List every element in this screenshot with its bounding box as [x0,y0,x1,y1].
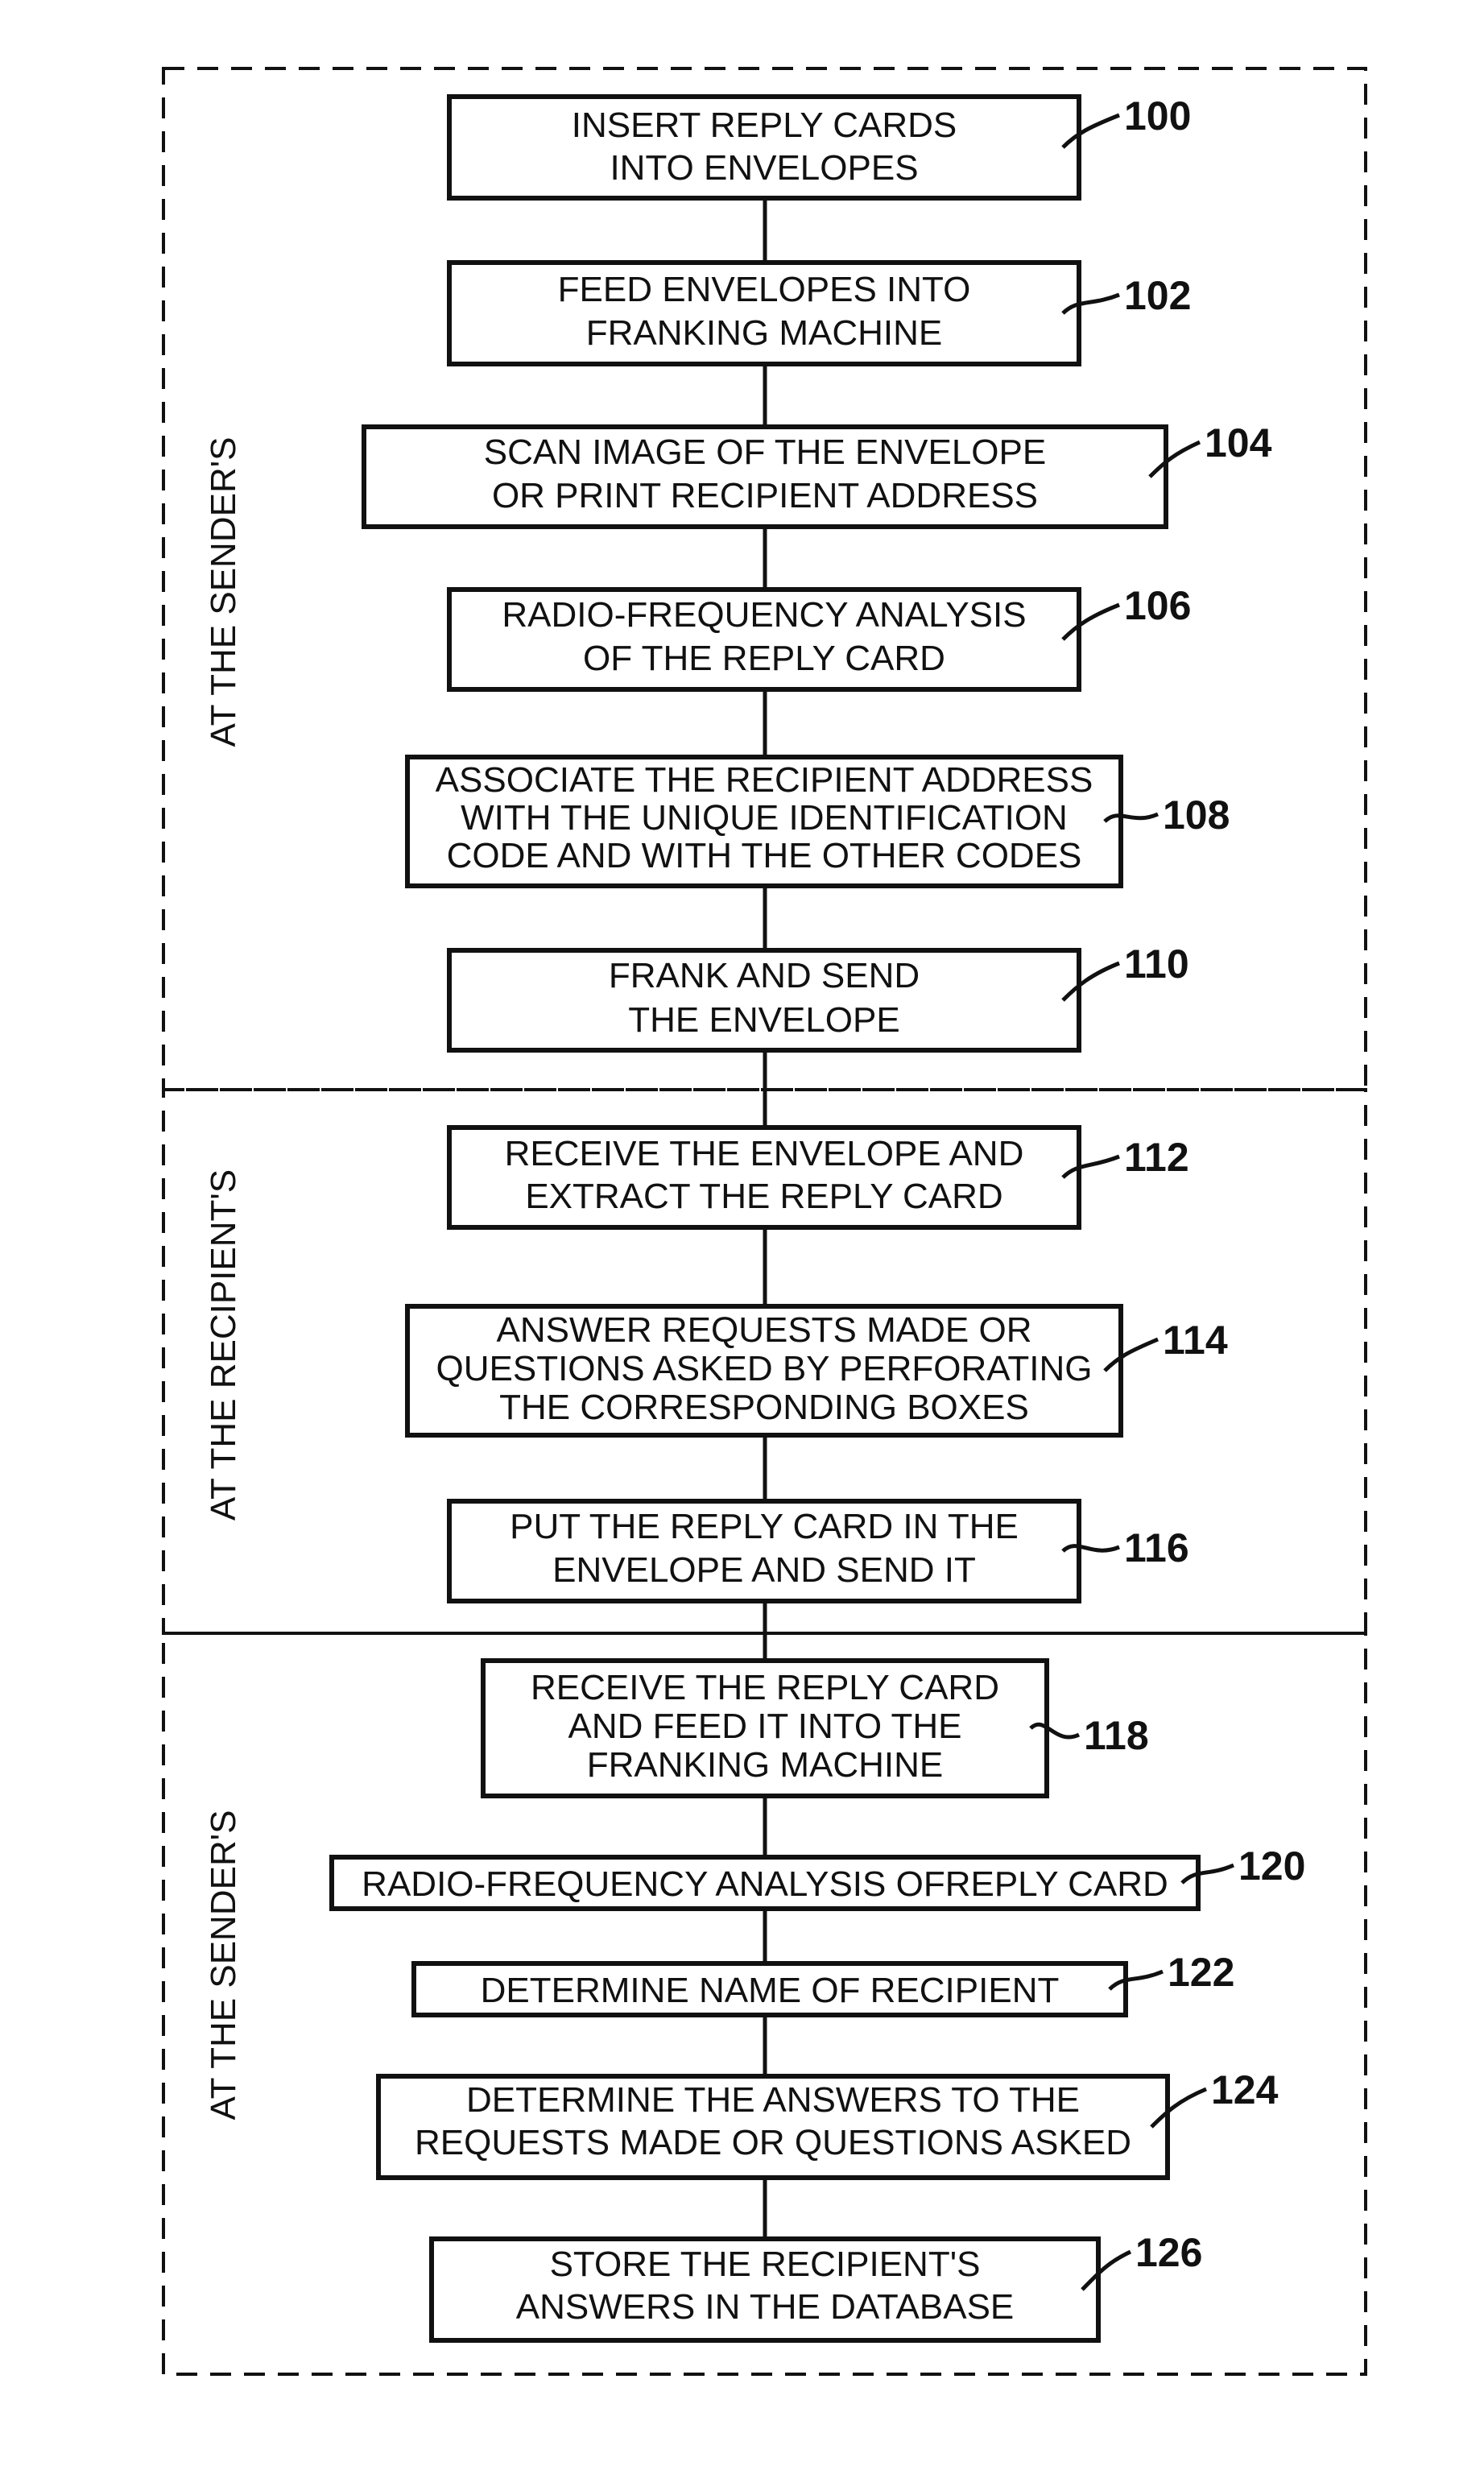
step-box-116: PUT THE REPLY CARD IN THE ENVELOPE AND SE… [449,1501,1079,1601]
ref-numeral-120: 120 [1238,1843,1305,1889]
ref-numeral-110: 110 [1124,941,1189,987]
step-box-114: ANSWER REQUESTS MADE ORQUESTIONS ASKED B… [407,1306,1121,1435]
step-box-100: INSERT REPLY CARDSINTO ENVELOPES [449,97,1079,198]
step-text-line: DETERMINE THE ANSWERS TO THE [466,2080,1080,2120]
step-text-line: PUT THE REPLY CARD IN THE [510,1507,1019,1546]
step-box-110: FRANK AND SEND THE ENVELOPE [449,950,1079,1050]
step-box-118: RECEIVE THE REPLY CARDAND FEED IT INTO T… [483,1661,1047,1796]
step-text-line: ANSWER REQUESTS MADE OR [497,1310,1032,1350]
step-box-104: SCAN IMAGE OF THE ENVELOPE OR PRINT RECIP… [364,427,1166,527]
step-text-line: RADIO-FREQUENCY ANALYSIS [502,595,1026,635]
step-boxes: INSERT REPLY CARDSINTO ENVELOPES FEED ENV… [332,97,1198,2340]
step-text-line: INSERT REPLY CARDS [572,106,957,145]
step-text-line: RECEIVE THE REPLY CARD [531,1668,999,1707]
step-box-122: DETERMINE NAME OF RECIPIENT [414,1963,1126,2015]
step-text-line: OR PRINT RECIPIENT ADDRESS [492,476,1038,515]
step-text-line: AND FEED IT INTO THE [568,1707,962,1746]
step-text-line: FRANKING MACHINE [587,1745,943,1785]
ref-numeral-118: 118 [1084,1713,1149,1758]
step-box-108: ASSOCIATE THE RECIPIENT ADDRESSWITH THE … [407,757,1121,886]
ref-numeral-116: 116 [1124,1525,1189,1570]
step-text-line: WITH THE UNIQUE IDENTIFICATION [461,798,1068,838]
ref-numeral-126: 126 [1135,2230,1202,2275]
step-text-line: ASSOCIATE THE RECIPIENT ADDRESS [436,760,1093,800]
step-text-line: EXTRACT THE REPLY CARD [525,1177,1002,1216]
ref-numeral-108: 108 [1163,792,1230,838]
step-text-line: CODE AND WITH THE OTHER CODES [447,836,1082,875]
step-text-line: QUESTIONS ASKED BY PERFORATING [436,1349,1093,1388]
step-text-line: INTO ENVELOPES [610,148,918,188]
step-text-line: THE ENVELOPE [628,1000,899,1040]
step-box-112: RECEIVE THE ENVELOPE AND EXTRACT THE REPL… [449,1127,1079,1227]
ref-numeral-100: 100 [1124,93,1191,139]
step-box-106: RADIO-FREQUENCY ANALYSIS OF THE REPLY CAR… [449,590,1079,689]
step-box-102: FEED ENVELOPES INTO FRANKING MACHINE [449,263,1079,364]
step-text-line: SCAN IMAGE OF THE ENVELOPE [484,432,1046,472]
section-label-recipient: AT THE RECIPIENT'S [204,1169,243,1521]
ref-numeral-102: 102 [1124,273,1191,318]
step-text-line: ENVELOPE AND SEND IT [552,1550,976,1590]
step-text-line: FRANK AND SEND [609,956,920,995]
ref-numeral-106: 106 [1124,583,1191,628]
ref-numeral-122: 122 [1168,1950,1234,1995]
ref-numeral-124: 124 [1211,2067,1279,2112]
step-box-124: DETERMINE THE ANSWERS TO THEREQUESTS MAD… [378,2076,1168,2178]
ref-numeral-114: 114 [1163,1318,1228,1363]
step-text-line: DETERMINE NAME OF RECIPIENT [481,1971,1060,2010]
step-text-line: RADIO-FREQUENCY ANALYSIS OFREPLY CARD [362,1864,1168,1904]
ref-numeral-112: 112 [1124,1135,1189,1180]
ref-numeral-104: 104 [1205,420,1272,465]
step-text-line: FRANKING MACHINE [586,313,942,353]
step-box-120: RADIO-FREQUENCY ANALYSIS OFREPLY CARD [332,1857,1198,1909]
step-text-line: ANSWERS IN THE DATABASE [516,2287,1015,2327]
step-text-line: FEED ENVELOPES INTO [558,270,971,309]
step-text-line: STORE THE RECIPIENT'S [550,2245,981,2284]
step-text-line: THE CORRESPONDING BOXES [499,1388,1029,1427]
step-text-line: OF THE REPLY CARD [583,639,945,678]
section-label-sender-2: AT THE SENDER'S [204,1810,243,2121]
step-text-line: RECEIVE THE ENVELOPE AND [505,1134,1024,1173]
step-text-line: REQUESTS MADE OR QUESTIONS ASKED [415,2123,1131,2162]
section-label-sender-1: AT THE SENDER'S [204,437,243,747]
step-box-126: STORE THE RECIPIENT'SANSWERS IN THE DATA… [432,2239,1098,2340]
